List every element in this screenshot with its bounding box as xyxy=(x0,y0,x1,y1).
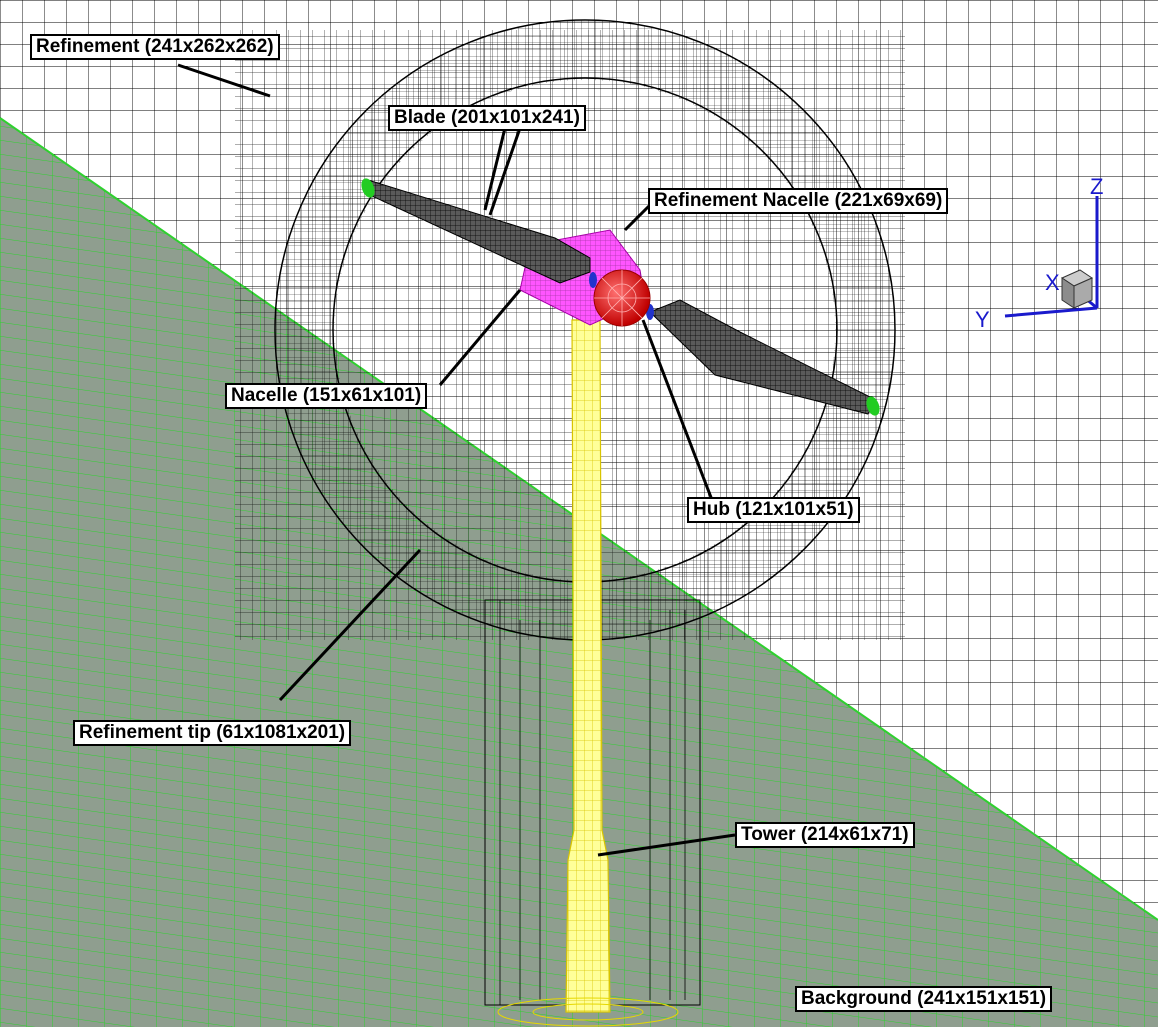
label-tower: Tower (214x61x71) xyxy=(735,822,915,848)
blade-root-upper xyxy=(589,272,597,288)
label-refinement-nacelle: Refinement Nacelle (221x69x69) xyxy=(648,188,949,214)
leader-hub xyxy=(641,319,714,501)
blade-upper xyxy=(361,178,597,288)
tower-base xyxy=(497,997,679,1027)
leader-blade-2 xyxy=(488,127,522,216)
axis-label-y: Y xyxy=(975,307,990,332)
axis-label-z: Z xyxy=(1090,174,1103,199)
blade-tip-upper xyxy=(361,178,375,198)
leader-nacelle xyxy=(438,289,522,386)
leader-refinement-nacelle xyxy=(623,203,652,232)
leader-refinement-tip xyxy=(278,548,422,702)
axis-triad: Z X Y xyxy=(975,174,1103,332)
label-background: Background (241x151x151) xyxy=(795,986,1053,1012)
axis-label-x: X xyxy=(1045,270,1060,295)
label-blade: Blade (201x101x241) xyxy=(388,105,586,131)
tower xyxy=(497,319,679,1027)
leader-refinement xyxy=(177,63,271,98)
label-hub: Hub (121x101x51) xyxy=(687,497,860,523)
blade-tip-lower xyxy=(866,396,880,416)
label-refinement: Refinement (241x262x262) xyxy=(30,34,280,60)
label-nacelle: Nacelle (151x61x101) xyxy=(225,383,428,409)
blade-lower xyxy=(646,299,880,416)
label-refinement-tip: Refinement tip (61x1081x201) xyxy=(73,720,352,746)
leader-blade-1 xyxy=(483,127,507,211)
leader-lines xyxy=(177,63,736,857)
leader-tower xyxy=(597,833,736,857)
hub xyxy=(593,269,651,327)
tower-refinement-lines xyxy=(499,600,686,1005)
